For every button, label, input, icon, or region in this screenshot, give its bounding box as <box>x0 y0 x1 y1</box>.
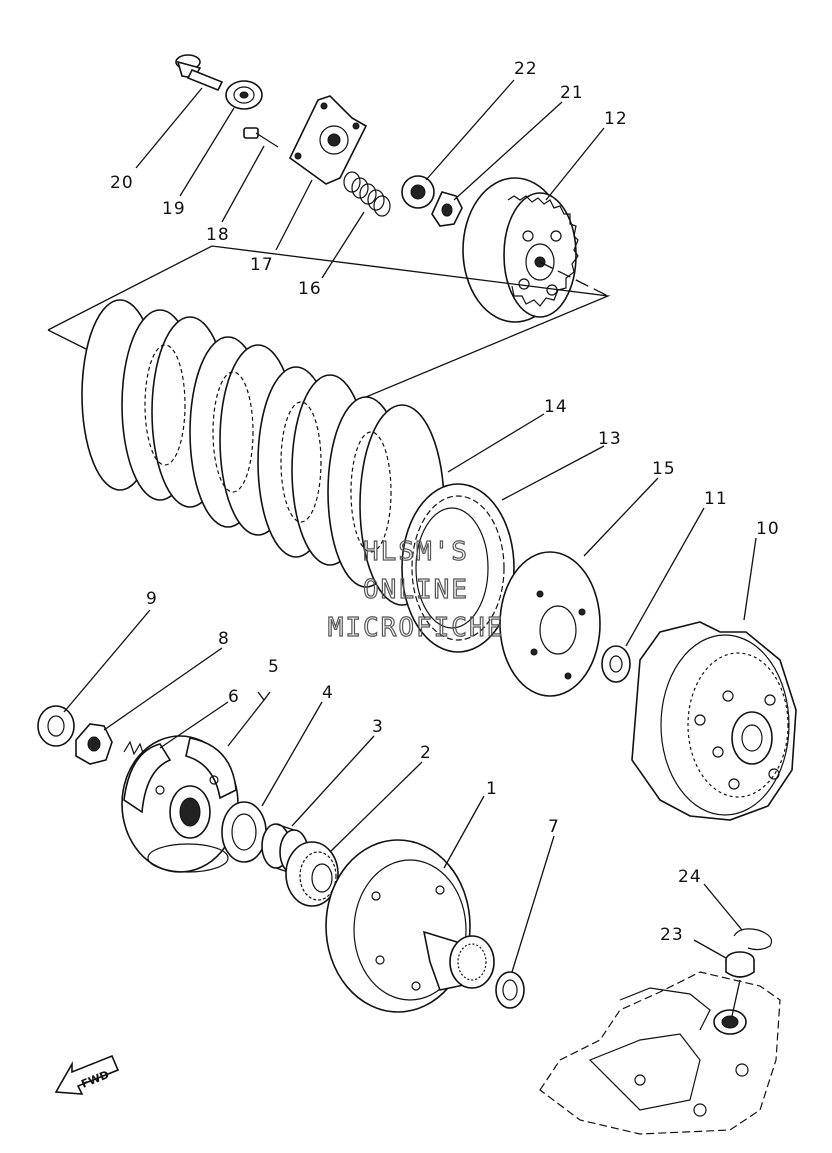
callout-3: 3 <box>372 717 384 737</box>
callout-14: 14 <box>544 397 568 417</box>
callout-11: 11 <box>704 489 728 509</box>
part-15-pressure-plate <box>499 551 601 697</box>
part-9-washer <box>37 705 75 747</box>
forward-direction-arrow: FWD <box>54 1054 120 1095</box>
part-4-washer <box>221 801 267 863</box>
watermark-line-2: ONLINE <box>363 575 469 605</box>
callout-9: 9 <box>146 589 158 609</box>
callout-18: 18 <box>206 225 230 245</box>
callout-20: 20 <box>110 173 134 193</box>
part-11-washer <box>601 645 631 683</box>
part-17-plate <box>288 95 368 185</box>
callout-16: 16 <box>298 279 322 299</box>
callout-labels: 1 2 3 4 5 6 7 8 9 10 11 12 13 14 15 16 1… <box>110 59 780 945</box>
part-16-spring <box>343 171 391 217</box>
part-19-bearing <box>225 80 263 110</box>
part-18-screw <box>243 127 279 148</box>
crankcase-section <box>539 971 781 1135</box>
part-21-lock-washer <box>431 191 463 227</box>
watermark-line-1: HLSM'S <box>363 537 469 567</box>
plate-set-bracket <box>47 245 611 413</box>
callout-1: 1 <box>486 779 498 799</box>
callout-10: 10 <box>756 519 780 539</box>
callout-4: 4 <box>322 683 334 703</box>
callout-2: 2 <box>420 743 432 763</box>
part-24-circlip <box>733 928 773 951</box>
part-1-clutch-drum <box>325 839 495 1013</box>
part-12-clutch-boss <box>462 177 609 323</box>
callout-24: 24 <box>678 867 702 887</box>
leader-lines <box>63 79 757 973</box>
callout-17: 17 <box>250 255 274 275</box>
part-23-plug <box>725 951 755 1017</box>
watermark-line-3: MICROFICHE <box>328 613 505 643</box>
callout-8: 8 <box>218 629 230 649</box>
callout-21: 21 <box>560 83 584 103</box>
part-20-bolt <box>175 54 224 92</box>
callout-12: 12 <box>604 109 628 129</box>
part-13-friction-plate <box>401 483 515 653</box>
part-10-clutch-housing <box>631 621 797 821</box>
callout-13: 13 <box>598 429 622 449</box>
callout-5: 5 <box>268 657 280 677</box>
part-5-centrifugal-clutch <box>121 735 239 873</box>
part-22-nut <box>401 175 435 209</box>
part-7-washer <box>495 971 525 1009</box>
callout-19: 19 <box>162 199 186 219</box>
watermark: HLSM'S ONLINE MICROFICHE <box>327 536 505 643</box>
callout-22: 22 <box>514 59 538 79</box>
part-8-lock-washer <box>75 723 113 765</box>
callout-6: 6 <box>228 687 240 707</box>
callout-15: 15 <box>652 459 676 479</box>
callout-7: 7 <box>548 817 560 837</box>
part-2-bearing <box>285 841 339 907</box>
callout-23: 23 <box>660 925 684 945</box>
